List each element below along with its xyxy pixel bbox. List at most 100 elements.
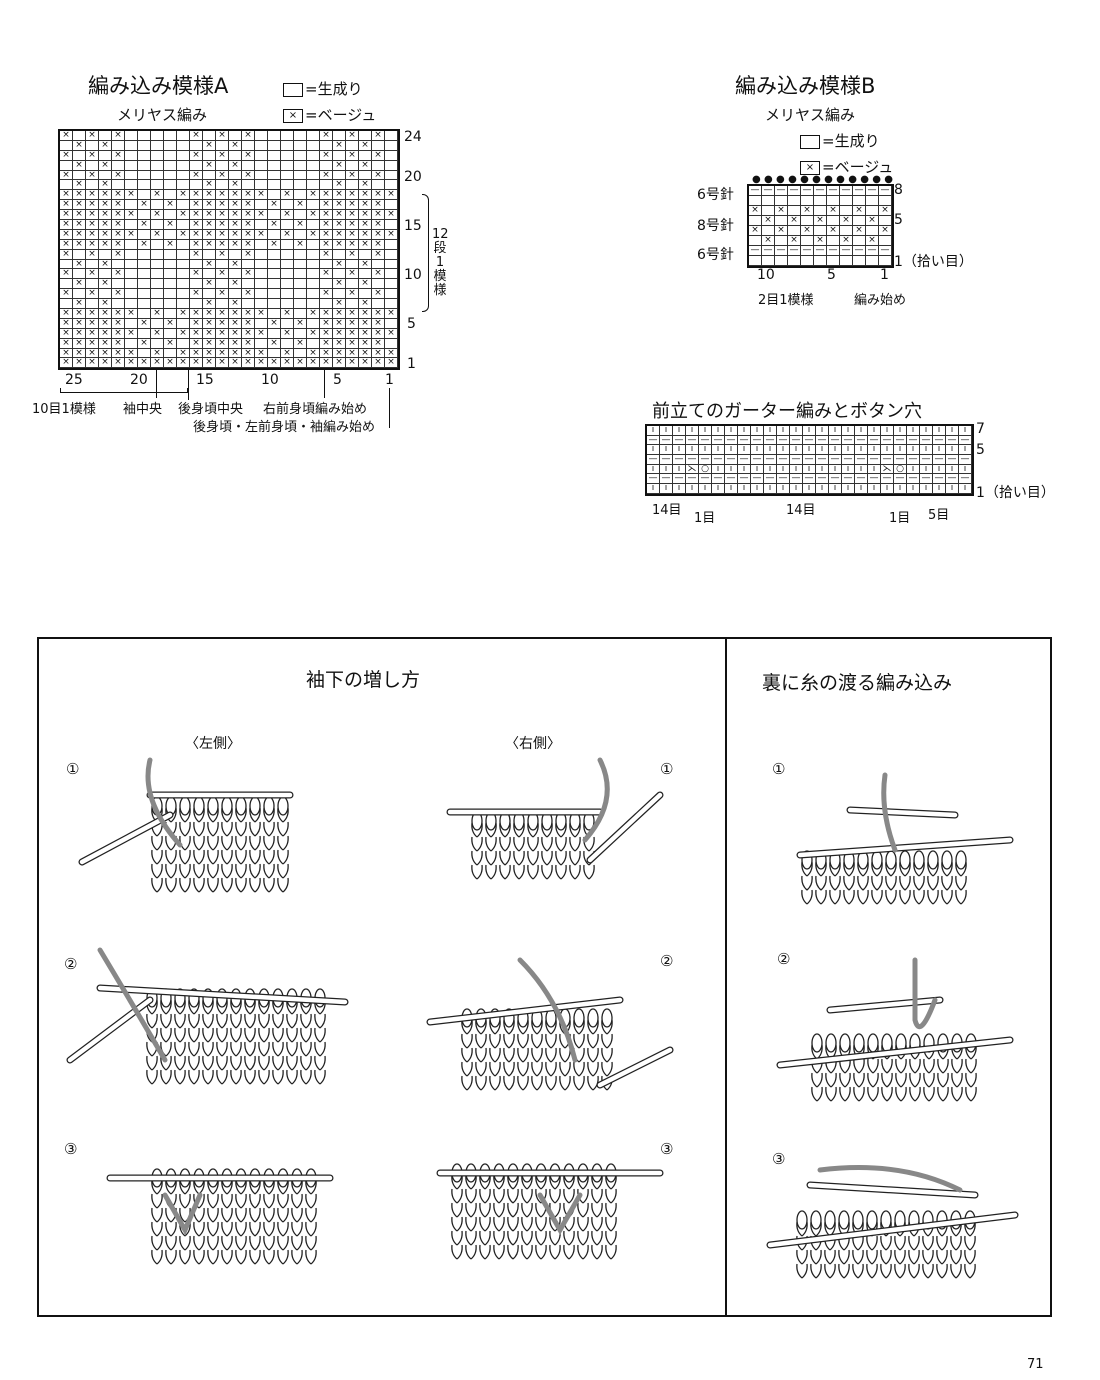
cell-beige: × [86, 229, 99, 240]
needle-size-label: 6号針 [697, 187, 734, 203]
stitch-icon [160, 1069, 172, 1085]
cell-purl: — [660, 435, 673, 446]
cell-beige: × [346, 239, 359, 250]
garter-title: 前立てのガーター編みとボタン穴 [652, 401, 922, 422]
cell-beige: × [73, 328, 86, 339]
stitch-icon [513, 836, 525, 852]
stitch-icon [881, 1058, 893, 1074]
cell-beige: × [242, 338, 255, 349]
stitch-icon [503, 1047, 515, 1063]
cell-purl: — [879, 246, 892, 256]
stitch-icon [151, 1207, 163, 1223]
cell-purl: — [762, 246, 775, 256]
cell-beige: × [203, 299, 216, 310]
note-start: 編み始め [854, 293, 907, 308]
stitch-icon [314, 1013, 326, 1029]
stitch-icon [249, 1221, 261, 1237]
cell-plain [346, 160, 359, 171]
cell-beige: × [203, 229, 216, 240]
cell-beige: × [229, 338, 242, 349]
cell-knit: ı [868, 484, 881, 494]
stitch-icon [263, 1193, 275, 1209]
cell-beige: × [307, 309, 320, 319]
cell-plain [125, 299, 138, 310]
cell-beige: × [307, 358, 320, 369]
cell-plain [801, 236, 814, 246]
cell-plain [827, 196, 840, 206]
cell-beige: × [86, 338, 99, 349]
cell-plain [164, 259, 177, 270]
floats-title: 裏に糸の渡る編み込み [762, 672, 953, 694]
stitch-icon [221, 877, 233, 893]
cell-beige: × [788, 216, 801, 226]
cell-purl: — [907, 474, 920, 485]
loop-icon [277, 796, 289, 816]
arrow-start [389, 388, 390, 428]
cell-beige: × [99, 190, 112, 201]
cell-plain [177, 150, 190, 161]
stitch-icon [207, 863, 219, 879]
cell-purl: — [777, 435, 790, 446]
stitch-icon [559, 1061, 571, 1077]
cell-knit: ı [842, 445, 855, 456]
cell-plain [385, 318, 398, 329]
cell-plain [827, 216, 840, 226]
cell-beige: × [86, 348, 99, 359]
cell-beige: × [151, 309, 164, 319]
loop-icon [885, 850, 897, 870]
stitch-icon [489, 1075, 501, 1091]
cell-beige: × [216, 328, 229, 339]
row-label: 20 [404, 169, 422, 185]
cell-plain [255, 170, 268, 181]
cell-plain [138, 210, 151, 221]
cell-plain [281, 279, 294, 290]
cell-beige: × [229, 348, 242, 359]
stitch-icon [951, 1086, 963, 1102]
cell-plain [333, 150, 346, 161]
cell-beige: × [359, 180, 372, 191]
cell-beige: × [112, 131, 125, 141]
stitch-icon [479, 1216, 491, 1232]
cell-beige: × [333, 239, 346, 250]
stitch-icon [216, 1013, 228, 1029]
cell-purl: — [933, 455, 946, 465]
cell-beige: × [73, 259, 86, 270]
stitch-icon [249, 1235, 261, 1251]
cell-beige: × [190, 190, 203, 201]
cell-beige: × [242, 131, 255, 141]
stitch-icon [591, 1244, 603, 1260]
stitch-icon [923, 1072, 935, 1088]
stitch-icon [300, 1055, 312, 1071]
cell-plain [307, 140, 320, 151]
stitch-icon [493, 1202, 505, 1218]
cell-beige: × [294, 220, 307, 230]
cell-beige: × [203, 358, 216, 369]
cell-purl: — [894, 474, 907, 485]
cell-plain [138, 279, 151, 290]
cell-beige: × [268, 318, 281, 329]
cell-purl: — [853, 246, 866, 256]
sleeve-right-step2 [426, 957, 674, 1091]
cell-beige: × [749, 206, 762, 216]
cell-purl: — [879, 186, 892, 196]
sleeve-left-step2 [66, 947, 349, 1085]
cell-plain [268, 249, 281, 260]
cell-knit: ı [855, 484, 868, 494]
arrow-back-center [188, 370, 189, 400]
stitch-icon [277, 1193, 289, 1209]
stitch-icon [503, 1061, 515, 1077]
cell-plain [879, 196, 892, 206]
cell-beige: × [359, 328, 372, 339]
cell-beige: × [177, 348, 190, 359]
stitch-icon [843, 889, 855, 905]
stitch-icon [569, 836, 581, 852]
stitch-icon [174, 1069, 186, 1085]
cell-beige: × [333, 309, 346, 319]
stitch-icon [587, 1075, 599, 1091]
cell-purl: — [749, 246, 762, 256]
cell-knit: ı [686, 425, 699, 436]
cell-plain [307, 338, 320, 349]
stitch-icon [880, 1249, 892, 1265]
cell-plain [385, 180, 398, 191]
